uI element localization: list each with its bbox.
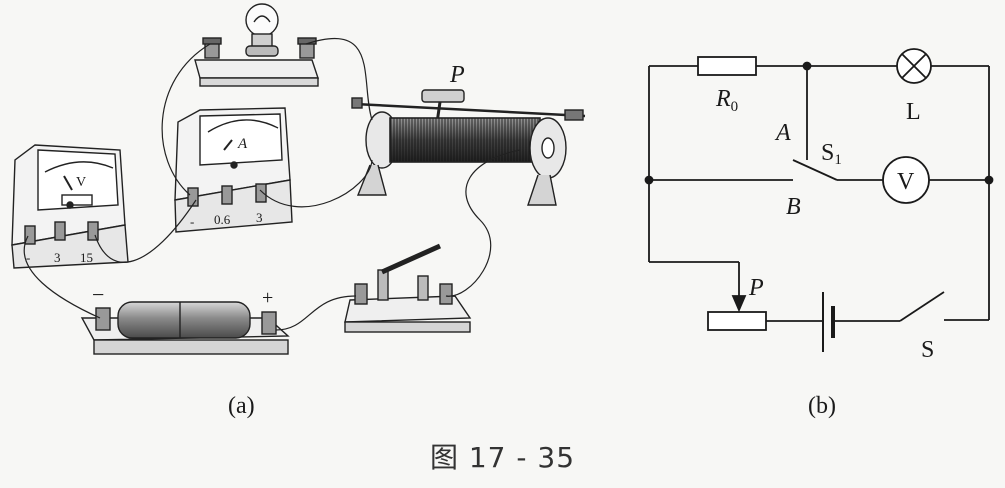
voltmeter-terminal-15: 15 [80,250,93,265]
apparatus-wires [23,37,521,331]
lamp-L-label: L [906,99,921,125]
panel-b-circuit [644,48,994,352]
switch-S1-label: S1 [821,140,842,168]
voltmeter-terminal-3: 3 [54,250,61,265]
ammeter: A - 0.6 3 [174,107,293,233]
slider-P-arrow-icon [731,295,747,313]
knife-switch [344,243,472,333]
lamp-terminal-left [202,37,222,59]
panel-b-labels: R0 L A B S1 V P S [715,86,934,363]
switch-S1-blade [792,159,838,181]
voltmeter: V - 3 15 [11,144,129,269]
ammeter-symbol: A [237,136,248,152]
lamp-board [194,3,319,87]
lamp-bulb-icon [245,3,279,57]
resistor-R0-label: R0 [715,86,738,115]
panel-b-label: (b) [808,393,836,419]
ammeter-terminal-0.6: 0.6 [214,212,231,227]
voltmeter-terminal-neg: - [26,250,30,265]
slider-P-label: P [748,275,764,301]
panel-a-label: (a) [228,393,255,419]
voltmeter-symbol: V [76,175,86,190]
node-A-label: A [774,120,791,146]
lamp-L-icon [896,48,932,84]
battery-negative-label: − [92,282,104,307]
battery-holder: − + [80,282,290,355]
battery-positive-label: + [262,287,273,309]
node-B-label: B [786,194,801,220]
battery-icon [822,292,835,352]
lamp-terminal-right [297,37,317,59]
panel-a-apparatus: A - 0.6 3 V - 3 15 [11,3,586,355]
voltmeter-V-label: V [897,169,915,195]
ammeter-terminal-neg: - [190,214,194,229]
switch-S-blade [899,291,945,322]
figure-caption: 图 17 - 35 [429,441,576,474]
rheostat-slider-label: P [449,62,465,88]
ammeter-terminal-3: 3 [256,210,263,225]
resistor-R0 [697,56,757,76]
sliding-rheostat: P [351,62,586,206]
switch-S-label: S [921,337,934,363]
rheostat-resistor [707,311,767,331]
